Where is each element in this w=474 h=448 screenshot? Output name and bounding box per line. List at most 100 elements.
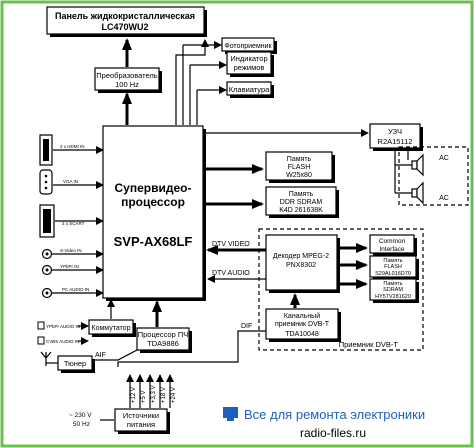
- dvb-flash-block: Память FLASH S29AL016D70: [369, 255, 419, 280]
- flash-line3: W25x80: [286, 172, 312, 179]
- svideo-connector: S-Video IN: [41, 248, 104, 260]
- pc-audio-connector: PC AUDIO IN: [41, 287, 104, 299]
- indicator-line2: режимов: [234, 63, 265, 72]
- scart-connector: 2 x SCART: [39, 204, 104, 238]
- tuner-block: Тюнер: [57, 355, 95, 373]
- ddr-line2: DDR SDRAM: [280, 199, 323, 206]
- speaker-icon-1: AC: [411, 153, 449, 177]
- lcd-panel-model: LC470WU2: [101, 22, 148, 32]
- common-interface-block: Common Interface: [369, 234, 417, 256]
- amp-model: R2A15112: [378, 137, 413, 146]
- vga-label: VGA IN: [63, 179, 78, 184]
- keyboard-label: Клавиатура: [229, 85, 270, 94]
- dvb-sdram-line3: HY57V281620: [375, 294, 411, 300]
- voltage-18: +18 V: [161, 387, 167, 403]
- dtv-audio-label: DTV AUDIO: [212, 270, 250, 277]
- cvbs-audio-connector: CVBS AUDIO IN: [37, 336, 89, 345]
- flash-line2: FLASH: [288, 164, 311, 171]
- watermark-line1: Все для ремонта электроники: [244, 407, 425, 422]
- power-supply-block: Источники питания: [114, 408, 170, 434]
- hdmi-label: 2 x HDMI IN: [60, 144, 85, 149]
- processor-line2: процессор: [121, 195, 185, 209]
- ci-line1: Common: [379, 238, 406, 245]
- processor-line1: Супервидео-: [115, 181, 192, 195]
- ypbpr-label: YPbPr IN: [60, 264, 79, 269]
- channel-line2: приемник DVB-T: [275, 321, 330, 328]
- decoder-line1: Декодер MPEG-2: [273, 253, 329, 260]
- ypbpr-audio-connector: YPbPr AUDIO IN: [37, 321, 89, 330]
- pc-audio-label: PC AUDIO IN: [62, 287, 89, 292]
- dvbt-receiver-label: Приемник DVB-T: [339, 340, 399, 349]
- dvb-flash-line3: S29AL016D70: [375, 271, 411, 277]
- photo-receiver-block: Фотоприемник: [221, 37, 277, 54]
- voltage-24: +24 V: [171, 387, 177, 403]
- voltage-rails: +12 V +5 V +3,3 V +18 V +24 V: [126, 374, 177, 408]
- dif-line: [117, 330, 266, 367]
- speaker2-label: AC: [439, 195, 449, 202]
- amp-title: УЗЧ: [388, 127, 402, 136]
- ypbpr-audio-label: YPbPr AUDIO IN: [46, 324, 80, 329]
- if-proc-line1: Процессор ПЧ: [138, 330, 189, 339]
- power-line2: питания: [127, 420, 155, 429]
- aif-label: AIF: [95, 352, 106, 359]
- flash-block: Память FLASH W25x80: [265, 151, 335, 183]
- tuner-label: Тюнер: [64, 359, 86, 368]
- watermark: Все для ремонта электроники radio-files.…: [223, 403, 470, 444]
- speaker-icon-2: AC: [411, 181, 449, 205]
- dvb-flash-line1: Память: [383, 258, 402, 264]
- processor-block: Супервидео- процессор SVP-AX68LF: [102, 125, 206, 301]
- flash-line1: Память: [287, 156, 312, 163]
- ci-line2: Interface: [379, 246, 405, 253]
- converter-title: Преобразователь: [96, 71, 158, 80]
- dvb-sdram-block: Память SDRAM HY57V281620: [369, 278, 419, 303]
- mode-indicator-block: Индикатор режимов: [226, 51, 274, 77]
- speaker-group: [398, 146, 469, 206]
- dtv-video-label: DTV VIDEO: [212, 241, 250, 248]
- processor-to-panel-line: [175, 39, 209, 125]
- photo-receiver-label: Фотоприемник: [224, 43, 272, 50]
- hdmi-connector: 2 x HDMI IN: [39, 134, 104, 166]
- vga-connector: VGA IN: [39, 169, 104, 195]
- dvbt-receiver-group: [258, 228, 424, 351]
- lcd-panel-title: Панель жидкокристаллическая: [55, 11, 195, 21]
- channel-line1: Канальный: [284, 312, 320, 320]
- ddr-block: Память DDR SDRAM K4D 261638K: [265, 186, 339, 218]
- lcd-panel-block: Панель жидкокристаллическая LC470WU2: [46, 6, 207, 37]
- speaker1-label: AC: [439, 155, 449, 162]
- ddr-line1: Память: [289, 191, 314, 198]
- ddr-line3: K4D 261638K: [279, 207, 323, 214]
- indicator-line1: Индикатор: [230, 54, 267, 63]
- voltage-5: +5 V: [141, 390, 147, 403]
- if-processor-block: Процессор ПЧ TDA9886: [136, 327, 192, 353]
- mains-voltage: ~ 230 V: [69, 412, 92, 419]
- keyboard-block: Клавиатура: [226, 81, 274, 98]
- monitor-icon: [223, 407, 238, 418]
- converter-freq: 100 Hz: [115, 80, 139, 89]
- dvb-flash-line2: FLASH: [384, 264, 402, 270]
- dif-label: DIF: [241, 323, 252, 330]
- dvb-sdram-line1: Память: [383, 281, 402, 287]
- commutator-label: Коммутатор: [92, 325, 131, 332]
- antenna-icon: [40, 351, 52, 366]
- svideo-label: S-Video IN: [60, 248, 82, 253]
- voltage-12: +12 V: [131, 387, 137, 403]
- cvbs-audio-label: CVBS AUDIO IN: [46, 339, 79, 344]
- converter-block: Преобразователь 100 Hz: [94, 67, 162, 93]
- dvb-sdram-line2: SDRAM: [383, 287, 403, 293]
- scart-label: 2 x SCART: [62, 221, 85, 226]
- if-proc-line2: TDA9886: [147, 339, 179, 348]
- aif-line: [92, 349, 138, 361]
- processor-model: SVP-AX68LF: [114, 234, 193, 249]
- decoder-block: Декодер MPEG-2 PNX8302: [265, 234, 340, 293]
- ypbpr-connector: YPbPr IN: [41, 264, 104, 276]
- mains-freq: 50 Hz: [73, 421, 90, 428]
- voltage-3v3: +3,3 V: [151, 385, 157, 403]
- amplifier-block: УЗЧ R2A15112: [369, 123, 423, 151]
- power-line1: Источники: [123, 411, 159, 420]
- watermark-line2: radio-files.ru: [300, 426, 366, 440]
- channel-line3: TDA10048: [285, 331, 319, 338]
- decoder-line2: PNX8302: [286, 262, 316, 269]
